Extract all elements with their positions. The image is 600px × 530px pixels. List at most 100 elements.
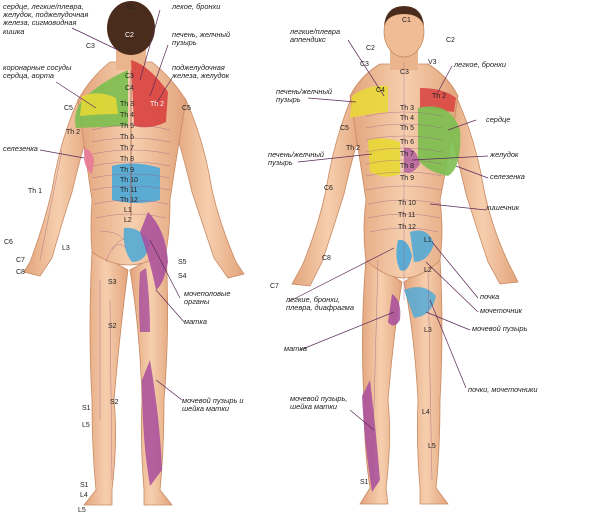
seg-back-th6: Th 6 <box>120 134 134 141</box>
seg-front-c2a: C2 <box>366 45 375 52</box>
label-front-stomach: желудок <box>490 150 519 159</box>
seg-front-c8: C8 <box>322 255 331 262</box>
back-segment-labels: V1 C2 C3 C3 C4 C5 C5 Th 2 Th 2 Th 1 Th 3… <box>4 4 191 514</box>
seg-front-s1: S1 <box>360 479 369 486</box>
seg-front-l5: L5 <box>428 443 436 450</box>
label-front-heart: сердце <box>486 115 511 124</box>
back-zone-purple-left <box>140 212 168 290</box>
label-front-ureter: мочеточник <box>480 306 523 315</box>
label-front-kidney: почка <box>480 292 500 301</box>
seg-back-s5: S5 <box>178 259 187 266</box>
seg-front-l1: L1 <box>424 237 432 244</box>
seg-back-s2b: S2 <box>110 399 119 406</box>
seg-back-l3: L3 <box>62 245 70 252</box>
label-front-uterus: матка <box>284 344 307 353</box>
seg-back-l1: L1 <box>124 207 132 214</box>
label-back-uterus: матка <box>184 317 207 326</box>
label-back-liver-gall: печень, желчный пузырь <box>172 30 231 48</box>
seg-front-c6: C6 <box>324 185 333 192</box>
label-front-bladder: мочевой пузырь <box>472 324 528 333</box>
front-zone-red <box>420 88 456 112</box>
seg-back-v1: V1 <box>126 4 135 11</box>
front-hair <box>384 6 424 26</box>
seg-front-l3: L3 <box>424 327 432 334</box>
back-head <box>107 1 155 55</box>
seg-back-th8: Th 8 <box>120 156 134 163</box>
front-left-leg <box>359 257 403 505</box>
seg-back-c2: C2 <box>125 32 134 39</box>
label-front-lungs-bronchi: легкое, бронхи <box>454 60 506 69</box>
seg-front-th6: Th 6 <box>400 139 414 146</box>
seg-front-th4: Th 4 <box>400 115 414 122</box>
seg-front-th2a: Th 2 <box>432 93 446 100</box>
seg-back-th3: Th 3 <box>120 101 134 108</box>
seg-front-th5: Th 5 <box>400 125 414 132</box>
seg-back-th5: Th 5 <box>120 123 134 130</box>
seg-back-th2b: Th 2 <box>150 101 164 108</box>
seg-front-c2b: C2 <box>446 37 455 44</box>
label-front-intestine: хишечник <box>486 203 520 212</box>
label-front-liver-gall-2: печень/желчный пузырь <box>268 150 325 168</box>
seg-front-c5: C5 <box>340 125 349 132</box>
seg-back-c5b: C5 <box>182 105 191 112</box>
seg-front-th2b: Th 2 <box>346 145 360 152</box>
seg-front-c1: C1 <box>402 17 411 24</box>
seg-front-th7: Th 7 <box>400 151 414 158</box>
front-right-leg <box>403 257 449 505</box>
front-dermatome-lines <box>365 62 443 481</box>
seg-back-s2: S2 <box>108 323 117 330</box>
back-figure <box>23 1 245 506</box>
seg-back-c7: C7 <box>16 257 25 264</box>
back-zone-purple-calf <box>142 360 162 486</box>
label-back-lungs-bronchi: лекое, бронхи <box>172 2 221 11</box>
seg-back-l2: L2 <box>124 217 132 224</box>
back-right-arm <box>171 99 245 279</box>
seg-front-c3a: C3 <box>360 61 369 68</box>
seg-back-s3: S3 <box>108 279 117 286</box>
front-zone-green <box>418 106 461 176</box>
seg-front-c3b: C3 <box>400 69 409 76</box>
seg-back-c4: C4 <box>125 85 134 92</box>
front-zone-pink-thigh <box>388 294 401 326</box>
seg-front-th12: Th 12 <box>398 224 416 231</box>
back-zone-purple-thigh <box>139 268 150 332</box>
front-figure <box>291 6 519 505</box>
seg-back-th11: Th 11 <box>120 187 137 194</box>
seg-front-c4: C4 <box>376 87 385 94</box>
seg-front-th9: Th 9 <box>400 175 414 182</box>
seg-front-th3: Th 3 <box>400 105 414 112</box>
seg-back-s4: S4 <box>178 273 187 280</box>
label-front-spleen: селезенка <box>490 172 525 181</box>
seg-back-l5b: L5 <box>78 507 86 514</box>
seg-back-c6: C6 <box>4 239 13 246</box>
seg-back-s1b: S1 <box>80 482 89 489</box>
seg-back-l4: L4 <box>80 492 88 499</box>
back-zone-pink <box>84 148 94 174</box>
seg-front-l2: L2 <box>424 267 432 274</box>
back-zone-red <box>131 60 168 128</box>
back-zone-yellow <box>80 93 118 116</box>
label-back-spleen: селезенка <box>3 144 38 153</box>
seg-front-th8: Th 8 <box>400 163 414 170</box>
seg-front-l4: L4 <box>422 409 430 416</box>
seg-front-c7: C7 <box>270 283 279 290</box>
back-left-arm <box>23 99 93 277</box>
label-back-pancreas-stomach: поджелудочная железа, желудок <box>172 63 230 81</box>
seg-back-th10: Th 10 <box>120 177 138 184</box>
label-front-kidneys-ureters: почки, мочеточники <box>468 385 538 394</box>
label-front-lungs-pleura: легкие, бронхи, плевра, диафрагма <box>286 295 354 313</box>
seg-back-th2a: Th 2 <box>66 129 80 136</box>
seg-back-c8: C8 <box>16 269 25 276</box>
label-back-bladder-cervix: мочевой пузырь и шейка матки <box>182 396 244 414</box>
seg-back-th1: Th 1 <box>28 188 42 195</box>
back-left-leg <box>83 249 129 506</box>
label-back-genital: мочеполовые органы <box>184 289 231 307</box>
label-front-bladder-cervix: мочевой пузырь, шейка матки <box>290 394 348 412</box>
seg-front-v3: V3 <box>428 59 437 66</box>
seg-back-th7: Th 7 <box>120 145 134 152</box>
seg-back-c5a: C5 <box>64 105 73 112</box>
leader-lines <box>39 9 489 431</box>
back-dermatome-lines <box>39 124 171 481</box>
